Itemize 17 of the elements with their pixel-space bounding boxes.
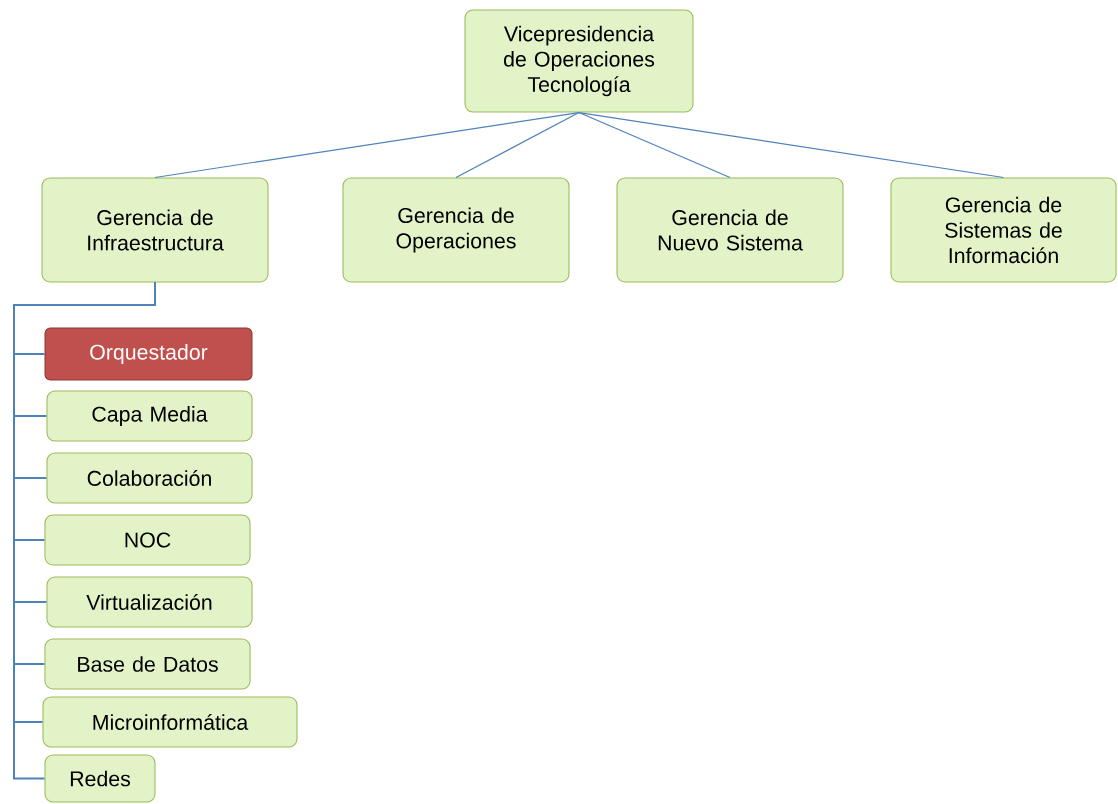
org-box: Vicepresidencia de Operaciones Tecnología <box>464 9 694 113</box>
connector-line <box>578 111 731 179</box>
connector-line <box>578 111 1005 179</box>
unit-box: Capa Media <box>46 390 253 442</box>
unit-box: NOC <box>44 514 251 566</box>
connector-line <box>455 111 580 179</box>
unit-box: Base de Datos <box>44 638 251 690</box>
org-box: Gerencia de Sistemas de Información <box>890 177 1117 283</box>
highlighted-unit-box: Orquestador <box>44 327 253 381</box>
unit-box: Virtualización <box>46 576 253 628</box>
org-box: Gerencia de Nuevo Sistema <box>616 177 844 283</box>
unit-box: Redes <box>44 754 156 803</box>
connector-line <box>154 111 580 179</box>
unit-box: Colaboración <box>46 452 253 504</box>
org-box: Gerencia de Infraestructura <box>41 177 269 283</box>
org-box: Gerencia de Operaciones <box>342 177 570 283</box>
unit-box: Microinformática <box>42 696 298 748</box>
